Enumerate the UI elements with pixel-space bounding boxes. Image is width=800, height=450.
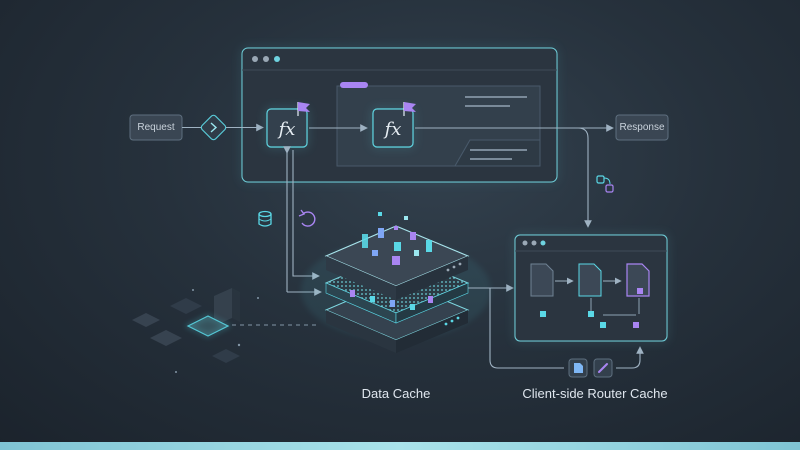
function-icon: fx <box>383 119 402 140</box>
router-cache-window <box>514 234 668 342</box>
function-icon: fx <box>277 119 296 140</box>
function-node-1: fx <box>266 102 310 148</box>
route-tag <box>340 82 368 88</box>
link-icon <box>593 358 613 378</box>
document-icon <box>568 358 588 378</box>
chevron-right-icon <box>210 122 218 133</box>
page-icon <box>578 263 602 297</box>
page-icon <box>530 263 554 297</box>
router-cache-caption: Client-side Router Cache <box>522 386 668 401</box>
window-dot <box>263 56 269 62</box>
response-pill <box>615 114 669 141</box>
data-cache-caption: Data Cache <box>361 386 431 401</box>
decorative-layers <box>132 288 318 373</box>
database-icon <box>258 210 272 227</box>
decision-node <box>200 114 227 141</box>
flag-icon <box>297 102 310 116</box>
data-cache-stack <box>301 212 491 353</box>
refresh-icon <box>298 209 316 227</box>
window-dot <box>252 56 258 62</box>
page-icon <box>626 263 650 297</box>
function-node-2: fx <box>372 102 416 148</box>
sync-icon <box>596 175 614 193</box>
response-label: Response <box>619 122 665 133</box>
request-label: Request <box>137 122 175 133</box>
window-dot <box>274 56 280 62</box>
flag-icon <box>403 102 416 116</box>
bottom-accent-bar <box>0 442 800 450</box>
